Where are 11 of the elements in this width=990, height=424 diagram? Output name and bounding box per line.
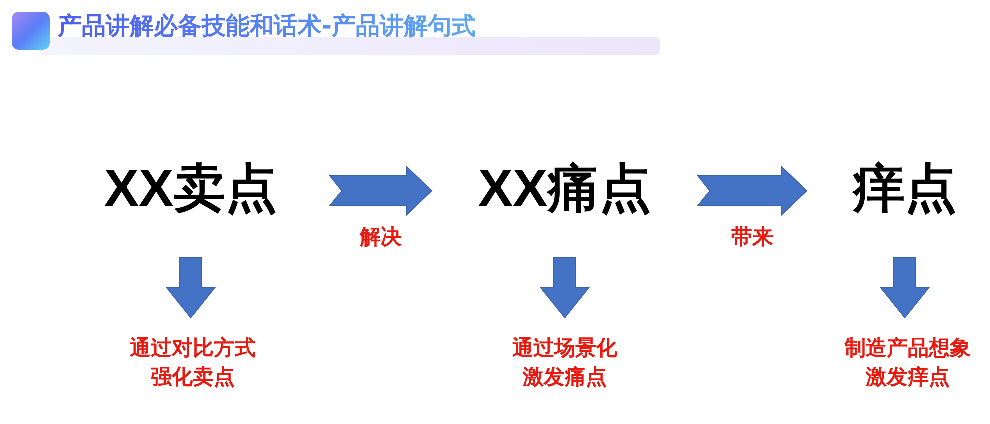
method-text: 通过场景化激发痛点 xyxy=(508,328,622,398)
block-arrow xyxy=(880,258,930,319)
block-arrow xyxy=(166,258,216,319)
method-text: 通过对比方式强化卖点 xyxy=(123,328,263,398)
block-arrow xyxy=(696,166,808,216)
block-arrow xyxy=(540,258,590,319)
concept-heading: XX卖点 xyxy=(60,130,322,248)
block-arrow xyxy=(328,166,433,216)
concept-heading: XX痛点 xyxy=(440,130,690,248)
method-text: 制造产品想象激发痒点 xyxy=(838,328,978,398)
concept-heading: 痒点 xyxy=(815,130,990,248)
